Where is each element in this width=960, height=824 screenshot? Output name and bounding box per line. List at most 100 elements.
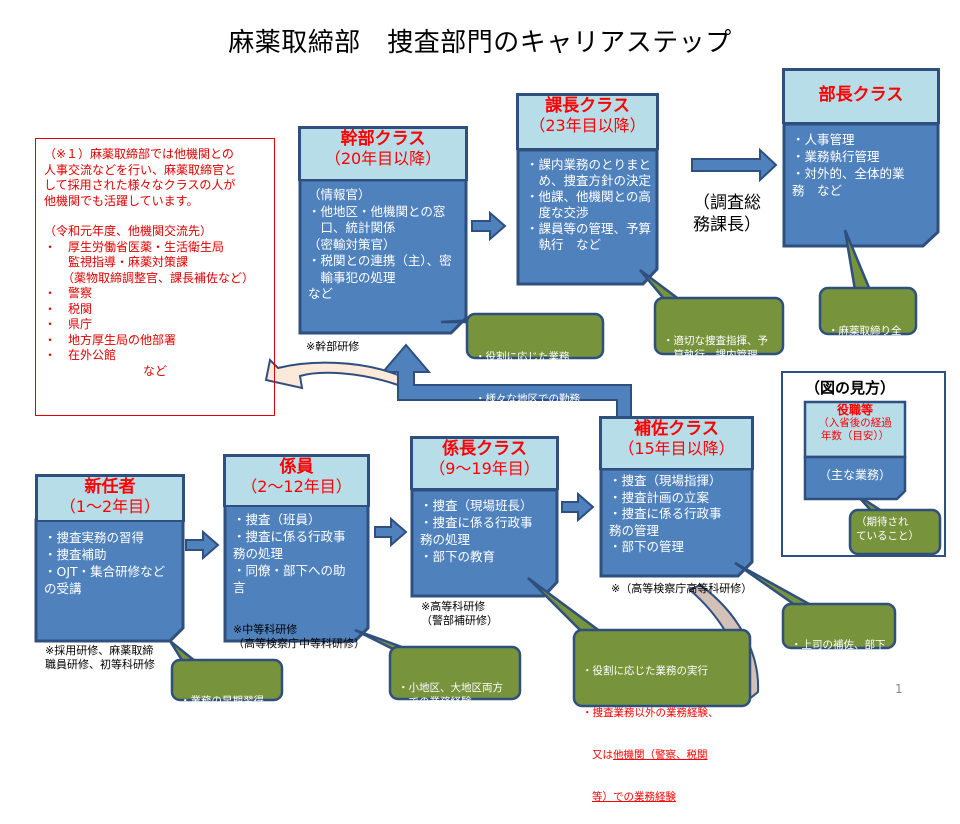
exchange-item: ・ 警察 xyxy=(44,286,93,300)
card-years: （20年目以降） xyxy=(324,149,442,169)
duty-item: ・部下の管理 xyxy=(609,539,685,554)
duty-item: ・捜査計画の立案 xyxy=(609,489,710,505)
duty-item: ・他課、他機関との高 度な交渉 xyxy=(526,189,651,220)
card-head-kanbu: 幹部クラス （20年目以降） xyxy=(298,126,468,181)
bubble-text-kanbu: ・役割に応じた業務 ・様々な地区での勤務 xyxy=(467,316,603,426)
duty-item: ・捜査に係る行政事 務の処理 xyxy=(233,529,346,561)
duty-item: ・捜査補助 xyxy=(44,547,107,562)
duty-item: ・捜査（班員） xyxy=(233,512,321,527)
duty-item: ・捜査に係る行政事 務の処理 xyxy=(420,515,533,547)
expectation-item: ・体力、知力の向上 xyxy=(180,737,264,763)
bubble-text-kakarin: ・小地区、大地区両方 での業務経験 ・体力、知力の向上 xyxy=(390,647,520,771)
bubble-kanbu xyxy=(465,312,605,360)
bubble-text-kakaricho: ・役割に応じた業務の実行 ・捜査業務以外の業務経験、 又は他機関（警察、税関 等… xyxy=(574,630,750,824)
card-head-shinninsha: 新任者 （1～2年目） xyxy=(35,474,185,522)
legend-title: （図の見方） xyxy=(805,379,896,397)
arrow-right-5 xyxy=(691,147,778,183)
page-number: 1 xyxy=(895,682,903,696)
expectation-item: ・様々な地区での勤務 xyxy=(475,393,580,405)
card-duties-kacho: ・課内業務のとりまと め、捜査方針の決定 ・他課、他機関との高 度な交渉 ・課員… xyxy=(520,153,658,257)
training-note-shinninsha: ※採用研修、麻薬取締 職員研修、初等科研修 xyxy=(45,644,155,671)
exchange-etc: など xyxy=(142,363,167,378)
exchange-item: 監視指導・麻薬対策課 xyxy=(44,255,189,269)
card-duties-bucho: ・人事管理 ・業務執行管理 ・対外的、全体的業 務 など xyxy=(786,127,936,203)
duty-item: ・捜査（現場指揮） xyxy=(609,473,722,488)
card-duties-kanbu: （情報官） ・他地区・他機関との窓 口、統計関係 （密輸対策官） ・税関との連携… xyxy=(302,183,466,307)
card-head-kacho: 課長クラス （23年目以降） xyxy=(516,93,659,150)
training-note-kakaricho: ※高等科研修 （警部補研修） xyxy=(421,600,498,627)
bubble-text-bucho: ・麻薬取締り全体 を考えての行動 xyxy=(820,290,916,386)
card-duties-kakaricho: ・捜査（現場班長） ・捜査に係る行政事 務の処理 ・部下の教育 xyxy=(414,493,557,569)
bubble-bucho xyxy=(818,286,918,336)
duty-item: （情報官） xyxy=(308,187,371,202)
exchange-heading: （令和元年度、他機関交流先） xyxy=(44,224,213,238)
legend-card-body xyxy=(803,455,907,501)
card-title: 幹部クラス xyxy=(340,129,426,149)
card-title: 係長クラス xyxy=(442,439,527,459)
duty-item: ・捜査に係る行政事 務の管理 xyxy=(609,506,722,538)
arrow-right-2 xyxy=(374,516,408,548)
duty-item: ・人事管理 xyxy=(792,132,855,147)
card-years: （2～12年目） xyxy=(241,477,352,497)
exchange-intro-line: 他機関でも活躍しています。 xyxy=(44,193,199,208)
card-title: 係員 xyxy=(279,457,314,477)
duty-item: （密輸対策官） xyxy=(308,236,396,252)
duty-item: ・部下の教育 xyxy=(420,549,496,564)
bubble-kacho xyxy=(653,296,785,356)
arrow-right-4 xyxy=(471,210,507,242)
exchange-item: ・ 地方厚生局の他部署 xyxy=(44,332,177,347)
expectation-item: ・麻薬取締り全体 を考えての行動 xyxy=(828,325,902,365)
exchange-item: ・ 在外公館 xyxy=(44,348,117,362)
legend-duties: （主な業務） xyxy=(818,468,891,482)
legend-expected: （期待され ていること） xyxy=(856,516,919,542)
legend-card-head xyxy=(803,400,907,459)
exchange-arrow xyxy=(264,357,399,390)
card-duties-shinninsha: ・捜査実務の習得 ・捜査補助 ・OJT・集合研修など の受講 xyxy=(38,525,183,601)
expectation-item: ・役割に応じた業務の実行 xyxy=(582,665,708,677)
legend-box: （図の見方） xyxy=(781,371,946,557)
exchange-item: （薬物取締調整官、課長補佐など） xyxy=(44,270,255,285)
exchange-note: （※１）麻薬取締部では他機関との 人事交流などを行い、麻薬取締官と して採用され… xyxy=(35,138,275,416)
exchange-intro-line: 人事交流などを行い、麻薬取締官と xyxy=(44,162,237,177)
duty-item: ・他地区・他機関との窓 口、統計関係 xyxy=(308,203,446,236)
card-title: 補佐クラス xyxy=(634,419,719,439)
duty-item: ・対外的、全体的業 務 など xyxy=(792,166,905,198)
card-head-bucho: 部長クラス xyxy=(782,68,940,124)
duty-item: ・課内業務のとりまと め、捜査方針の決定 xyxy=(526,157,652,188)
card-head-kakaricho: 係長クラス （9～19年目） xyxy=(410,436,559,490)
expectation-fragment: 又は xyxy=(592,749,613,761)
duty-item: ・業務執行管理 xyxy=(792,149,880,164)
arrow-right-3 xyxy=(561,491,595,523)
card-head-kakarin: 係員 （2～12年目） xyxy=(223,454,370,507)
exchange-item: ・ 県庁 xyxy=(44,317,93,331)
bubble-text-hosa: ・上司の補佐、部下 のフォロー xyxy=(783,604,895,686)
duty-item: ・捜査実務の習得 xyxy=(44,530,145,545)
expectation-item: ・適切な捜査指揮、予 算執行、課内管理 xyxy=(663,335,768,361)
bubble-text-shinninsha: ・業務の早期習得 ・体力、知力の向上 xyxy=(172,660,282,784)
duty-item: ・OJT・集合研修など の受講 xyxy=(44,564,166,596)
card-head-hosa: 補佐クラス （15年目以降） xyxy=(599,416,754,470)
training-note-kakarin: ※中等科研修 （高等検察庁中等科研修） xyxy=(233,623,365,650)
expectation-item: ・役割に応じた業務 xyxy=(475,351,570,363)
bubble-hosa xyxy=(781,602,897,650)
duty-item: ・課員等の管理、予算 執行 など xyxy=(526,221,652,252)
duty-item: など xyxy=(308,286,334,301)
card-title: 新任者 xyxy=(84,477,136,497)
legend-bubble xyxy=(848,508,942,556)
legend-years: （入省後の経過 年数（目安）） xyxy=(818,417,892,442)
expectation-reference: （※1） xyxy=(676,791,713,803)
diagram-shapes xyxy=(34,122,942,708)
card-title: 課長クラス xyxy=(545,96,630,116)
expectation-item: ・小地区、大地区両方 での業務経験 xyxy=(398,682,503,708)
page-title: 麻薬取締部 捜査部門のキャリアステップ xyxy=(228,28,732,58)
card-years: （23年目以降） xyxy=(529,116,646,136)
bubble-kakaricho xyxy=(572,628,752,708)
duty-item: ・同僚・部下への助 言 xyxy=(233,563,346,595)
expectation-item: ・体力、知力の向上 xyxy=(398,738,493,750)
exchange-item: ・ 厚生労働省医薬・生活衛生局 xyxy=(44,239,225,254)
expectation-item: ・上司の補佐、部下 のフォロー xyxy=(791,639,886,665)
bubble-shinninsha xyxy=(170,658,284,702)
card-duties-hosa: ・捜査（現場指揮） ・捜査計画の立案 ・捜査に係る行政事 務の管理 ・部下の管理 xyxy=(603,469,753,560)
legend-head-text: 役職等 （入省後の経過 年数（目安）） xyxy=(805,404,905,443)
card-title: 部長クラス xyxy=(818,85,904,105)
